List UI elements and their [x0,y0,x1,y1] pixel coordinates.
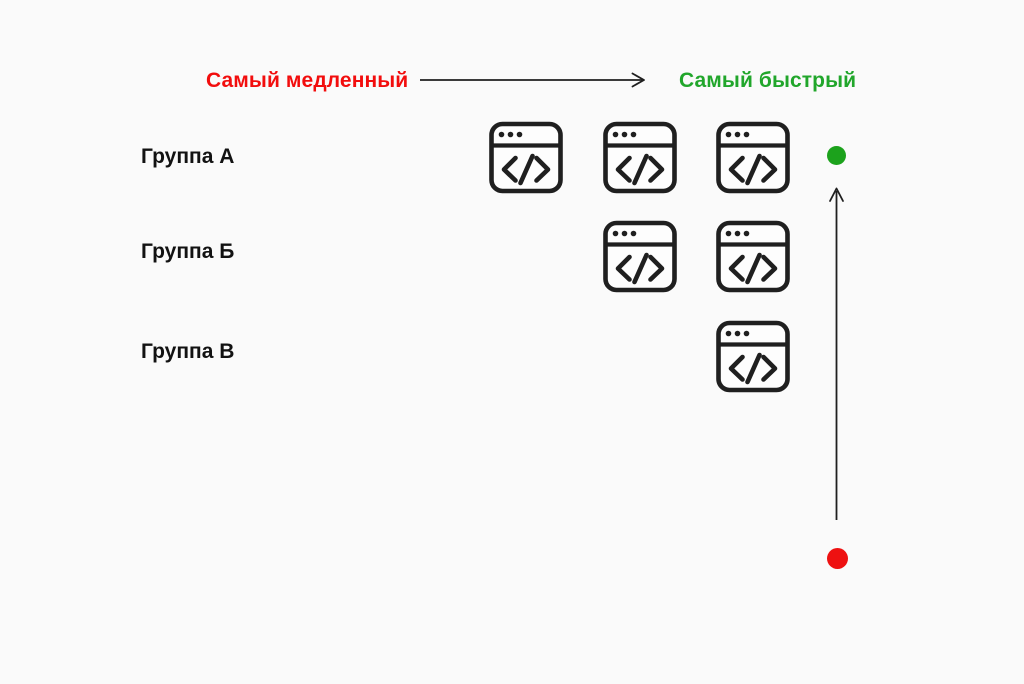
up-arrow-icon [829,187,844,520]
browser-code-window-icon [601,218,679,295]
browser-code-window-icon [487,119,565,196]
browser-code-window-icon [714,119,792,196]
group-label: Группа Б [141,240,235,263]
browser-code-window-icon [601,119,679,196]
fastest-label: Самый быстрый [679,69,857,92]
group-label: Группа А [141,145,235,168]
red-dot [827,548,848,569]
group-label: Группа В [141,340,235,363]
browser-code-window-icon [714,218,792,295]
right-arrow-icon [420,72,645,88]
green-dot [827,146,846,165]
browser-code-window-icon [714,318,792,395]
slowest-label: Самый медленный [206,69,409,92]
